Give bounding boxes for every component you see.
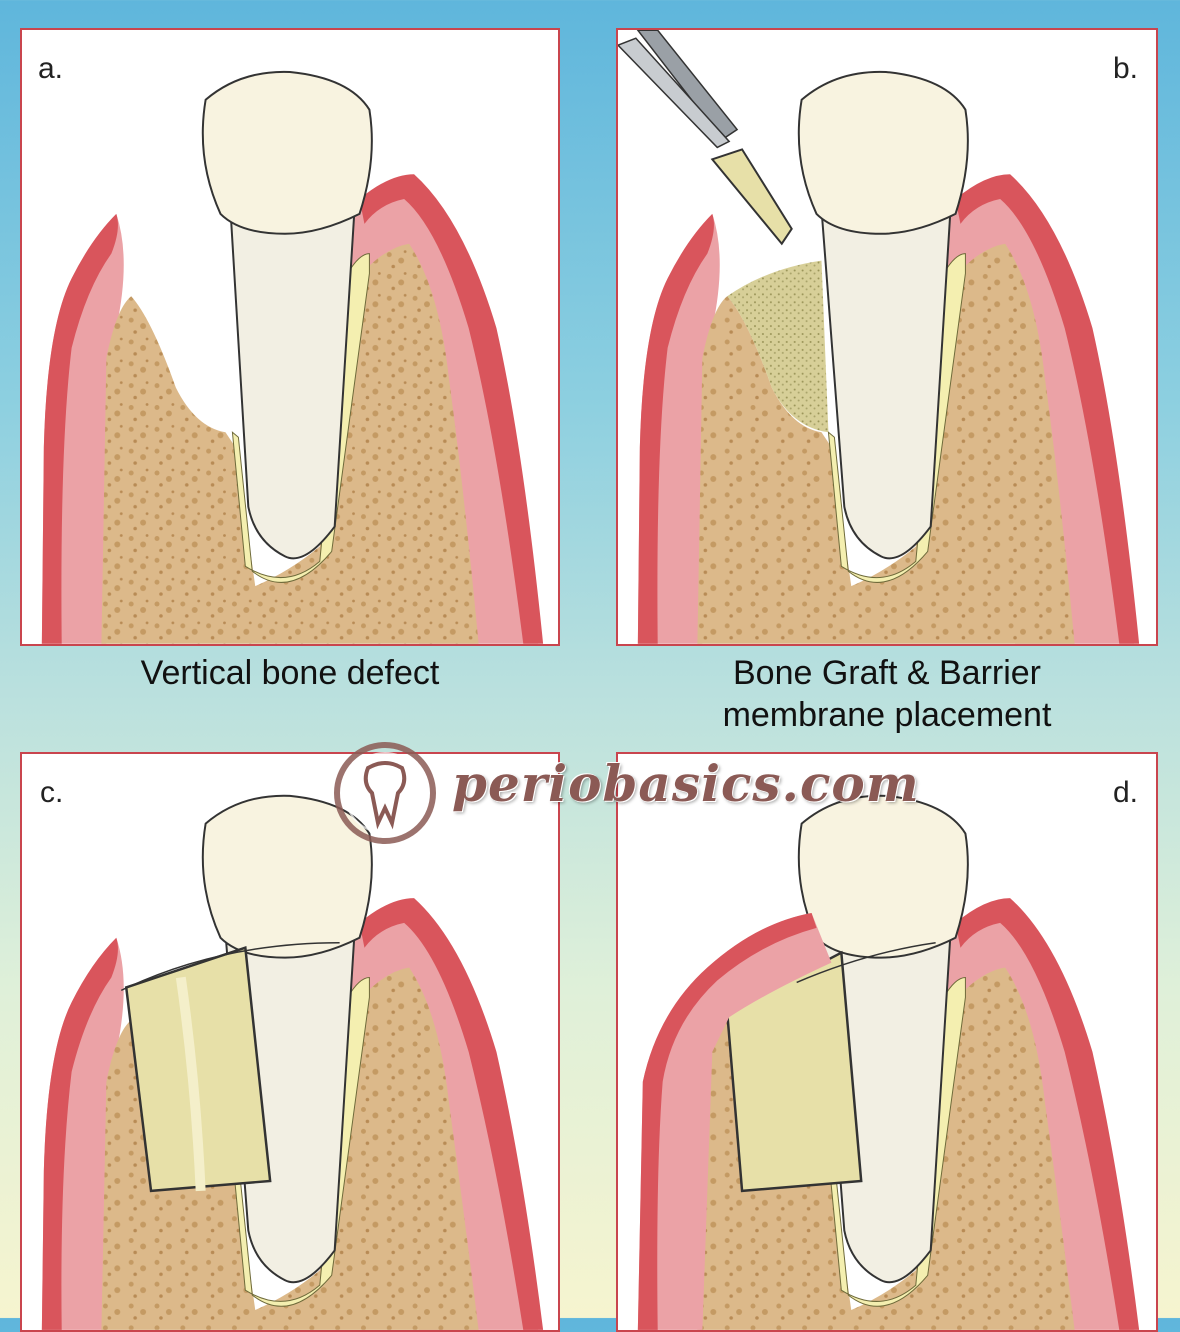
panel-label: d. <box>1112 776 1138 809</box>
panel-label: a. <box>38 52 64 85</box>
panel-label: c. <box>40 776 64 809</box>
panel-label: b. <box>1112 52 1138 85</box>
panel-d: d. <box>616 752 1158 1332</box>
tooth-logo-icon <box>334 742 436 844</box>
diagram-vertical-bone-defect <box>41 70 544 644</box>
caption-b-line1: Bone Graft & Barrier <box>732 654 1041 692</box>
caption-b-line2: membrane placement <box>722 696 1052 734</box>
panel-c: c. <box>20 752 560 1332</box>
caption-b: Bone Graft & Barrier membrane placement <box>616 652 1158 736</box>
watermark-text: periobasics.com <box>452 754 920 813</box>
diagram-graft-placement <box>618 30 1140 644</box>
caption-a: Vertical bone defect <box>140 654 440 692</box>
panel-b: b. <box>616 28 1158 646</box>
diagram-membrane-sutured <box>41 794 544 1330</box>
panel-a: a. <box>20 28 560 646</box>
diagram-flap-closure <box>637 794 1140 1330</box>
watermark-logo: periobasics.com <box>330 738 919 848</box>
